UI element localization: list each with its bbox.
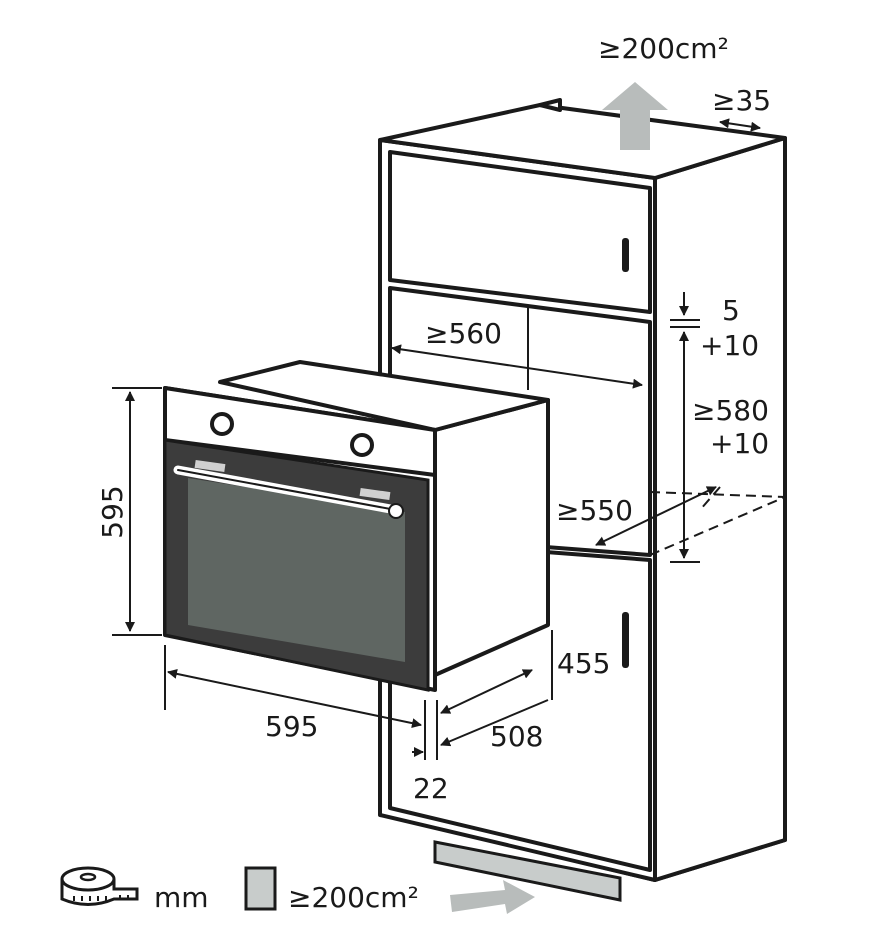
lower-door-handle <box>622 612 629 668</box>
upper-door-handle <box>622 238 629 272</box>
legend: mm ≥200cm² <box>60 866 419 914</box>
oven-body-height-label: 455 <box>557 647 610 680</box>
oven-window <box>188 478 405 662</box>
gap-5-tolerance-label: +10 <box>700 329 759 362</box>
cabinet-side <box>653 136 787 882</box>
oven-top <box>218 360 550 432</box>
oven-width-label: 595 <box>265 710 318 743</box>
oven-height-label: 595 <box>96 485 129 538</box>
vent-area-swatch <box>244 866 277 911</box>
niche-height-tolerance-label: +10 <box>710 427 769 460</box>
niche-width-label: ≥560 <box>425 317 502 350</box>
knob-left <box>210 412 234 436</box>
oven-side <box>433 398 550 677</box>
oven-depth-label: 508 <box>490 720 543 753</box>
oven <box>163 360 550 692</box>
plinth-vent <box>433 840 622 902</box>
dimension-lines <box>112 118 761 760</box>
niche-depth-label: ≥550 <box>556 494 633 527</box>
tape-measure-icon <box>60 866 139 906</box>
front-thickness-label: 22 <box>413 772 449 805</box>
gap-top-label: ≥35 <box>712 84 771 117</box>
legend-unit-label: mm <box>154 881 209 914</box>
knob-right <box>350 433 374 457</box>
cabinet-top <box>378 103 787 180</box>
vent-arrow-in-icon <box>450 880 535 914</box>
vent-arrow-up-icon <box>602 82 668 150</box>
upper-door <box>388 150 652 314</box>
vent-top-label: ≥200cm² <box>598 32 729 65</box>
niche-height-label: ≥580 <box>692 394 769 427</box>
gap-5-label: 5 <box>722 294 740 327</box>
legend-vent-area-label: ≥200cm² <box>288 881 419 914</box>
